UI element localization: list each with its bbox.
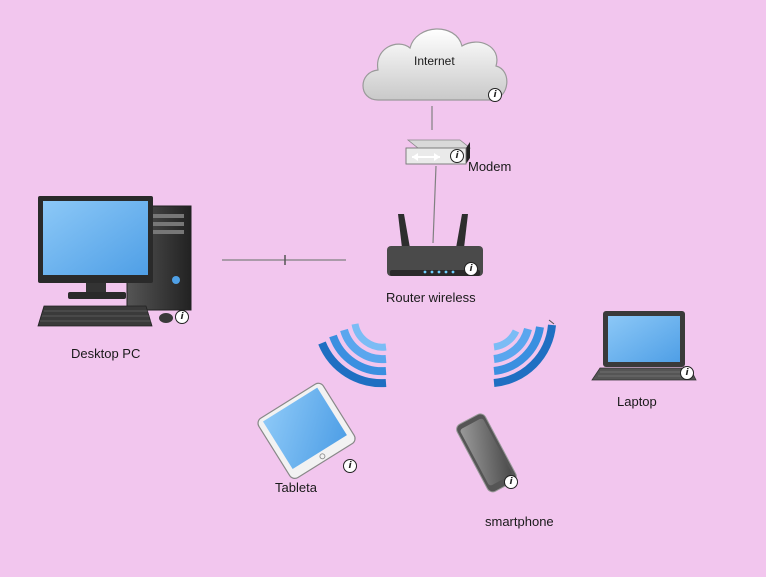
info-icon[interactable]: i (464, 262, 478, 276)
info-icon[interactable]: i (680, 366, 694, 380)
wifi-waves-right-icon (493, 319, 556, 387)
links (222, 106, 437, 265)
cloud-icon[interactable] (362, 28, 508, 101)
laptop-icon[interactable] (591, 311, 697, 381)
laptop-label: Laptop (617, 394, 657, 409)
tablet-label: Tableta (275, 480, 317, 495)
wifi-waves-left-icon (318, 323, 387, 388)
internet-label: Internet (414, 54, 455, 68)
info-icon[interactable]: i (175, 310, 189, 324)
modem-label: Modem (468, 159, 512, 174)
info-icon[interactable]: i (488, 88, 502, 102)
info-icon[interactable]: i (450, 149, 464, 163)
tablet-icon[interactable] (256, 381, 358, 481)
desktop-pc-icon[interactable] (37, 196, 192, 327)
info-icon[interactable]: i (343, 459, 357, 473)
smartphone-label: smartphone (485, 514, 554, 529)
smartphone-icon[interactable] (455, 412, 519, 494)
desktop-pc-label: Desktop PC (71, 346, 141, 361)
router-label: Router wireless (386, 290, 476, 305)
link-modem-router (432, 165, 437, 244)
router-icon[interactable] (387, 214, 483, 276)
info-icon[interactable]: i (504, 475, 518, 489)
